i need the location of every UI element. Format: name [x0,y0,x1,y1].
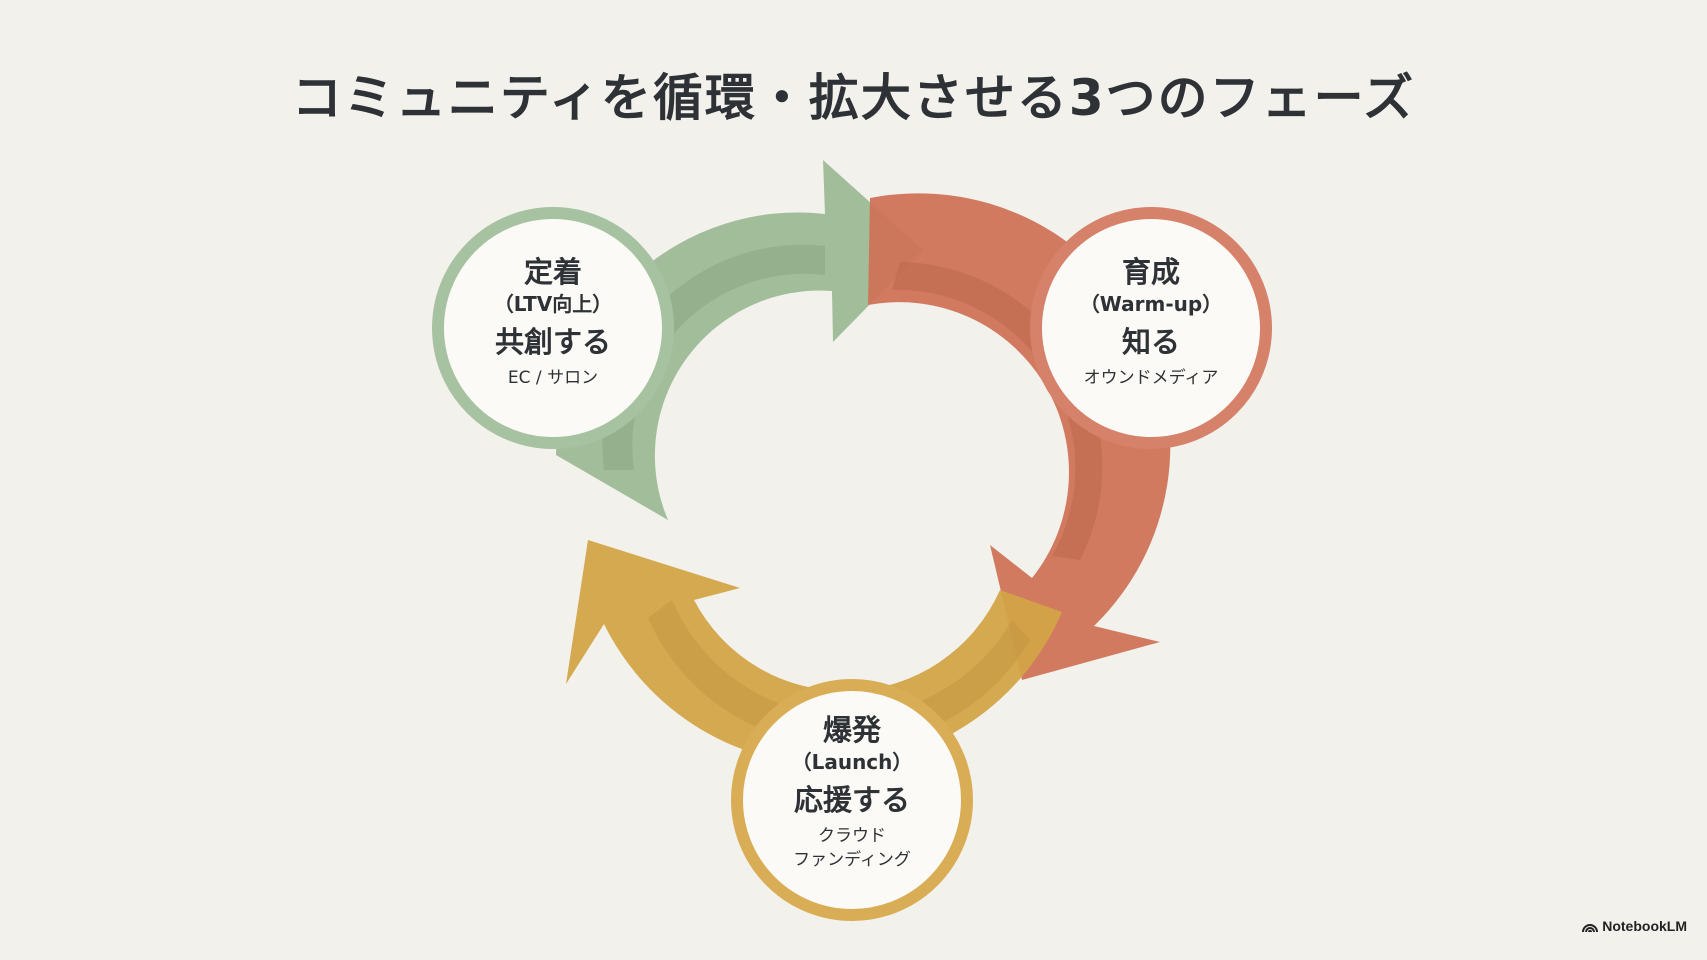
phase-name: 爆発 [822,713,881,747]
phase-subtitle: （Warm-up） [1079,292,1223,316]
phase-circle-warmup [1030,207,1272,449]
phase-circle-launch [731,679,973,921]
phase-launch: 爆発 （Launch） 応援する クラウド ファンディング [752,712,952,872]
phase-subtitle: （Launch） [791,750,913,774]
phase-media-line: クラウド [818,826,886,846]
page-title: コミュニティを循環・拡大させる3つのフェーズ [291,69,1416,127]
phase-action: 知る [1121,325,1180,359]
phase-retention: 定着 （LTV向上） 共創する EC / サロン [453,254,653,390]
phase-warmup: 育成 （Warm-up） 知る オウンドメディア [1051,254,1251,390]
brand-logo: NotebookLM [1582,918,1687,934]
phase-media: オウンドメディア [1083,368,1219,388]
phase-media: EC / サロン [507,368,599,388]
phase-action: 応援する [793,783,910,817]
phase-circle-retention [432,207,674,449]
phase-media-line: ファンディング [793,850,911,870]
arrow-launch-to-retention [566,540,1062,766]
brand-logo-text: NotebookLM [1602,918,1687,934]
phase-subtitle: （LTV向上） [493,292,613,316]
phase-action: 共創する [494,325,611,359]
phase-name: 育成 [1121,255,1180,289]
phase-name: 定着 [523,255,582,289]
notebooklm-icon [1582,923,1599,932]
